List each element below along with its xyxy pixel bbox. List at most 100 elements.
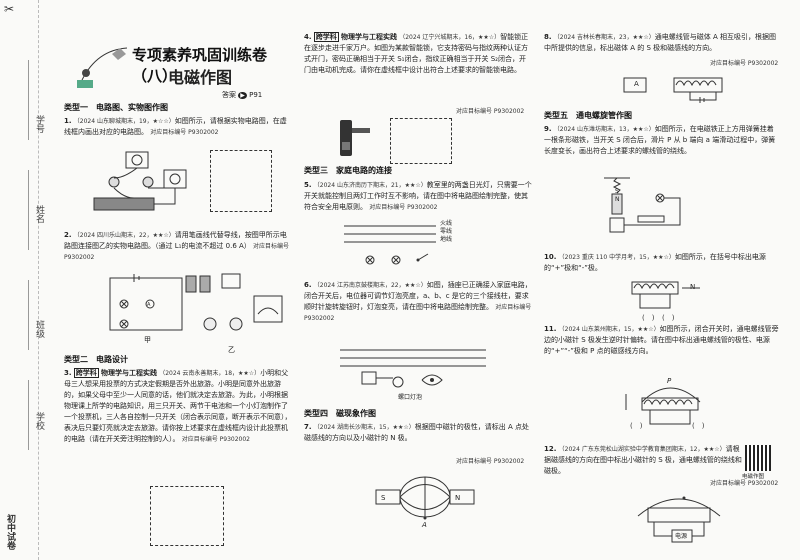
question-source: （2024 湖南长沙期末，15，★★☆） <box>313 424 415 431</box>
question-source: （2024 云南永善期末，18，★★☆） <box>159 370 261 377</box>
q1-answer-box <box>210 150 272 212</box>
kite-illustration-icon <box>77 47 128 88</box>
q2-physical-figure: 乙 <box>185 273 283 354</box>
magnet-pole-n: N <box>455 494 461 502</box>
question-5: 5. （2024 山东济南历下期末，21，★★☆）教室里的两盏日光灯，只需要一个… <box>304 180 532 213</box>
question-8: 8. （2024 吉林长春期末，23，★★☆）通电螺线管与磁体 A 相互吸引，根… <box>544 32 780 54</box>
question-number: 10. <box>544 253 557 261</box>
section-heading-5: 类型五 通电螺旋管作图 <box>544 111 632 120</box>
wire-labels: 火线 零线 地线 <box>440 220 452 244</box>
wire-label-live: 火线 <box>440 220 453 227</box>
svg-text:( ): ( ) <box>692 422 705 430</box>
margin-label-name: 姓名 <box>34 205 44 223</box>
question-number: 2. <box>64 231 72 239</box>
question-source: （2024 广东东莞松山湖实验中学教育集团期末，12，★★☆） <box>558 446 726 453</box>
question-topic: 物理学与工程实践 <box>101 369 157 377</box>
question-10: 10. （2023 重庆 110 中学月考，15，★★☆）如图所示，在括号中标出… <box>544 252 780 274</box>
question-text: 请根据磁感线的方向在图中标出小磁针的 S 极，通电螺线管的绕线和磁极。 <box>544 445 742 475</box>
q10-solenoid-figure: ( ) ( ) <box>631 281 700 322</box>
q8-solenoid-figure <box>623 77 723 103</box>
qr-code-icon <box>745 445 771 471</box>
question-text: 通电螺线管与磁体 A 相互吸引，根据图中所提供的信息，标出磁体 A 的 S 极和… <box>544 33 776 52</box>
question-text: 如图所示，请根据实物电路图，在虚线框内画出对应的电路图。 <box>64 117 287 136</box>
question-11: 11. （2024 山东莱州期末，15，★★☆）如图所示，闭合开关时，通电螺线管… <box>544 324 780 357</box>
section-heading-2: 类型二 电路设计 <box>64 355 128 364</box>
question-7: 7. （2024 湖南长沙期末，15，★★☆）根据图中磁针的极性，请标出 A 点… <box>304 422 532 444</box>
figure-label-jia: 甲 <box>144 336 151 344</box>
answer-label: 答案 <box>222 91 236 99</box>
power-source-label: 电源 <box>675 533 688 540</box>
target-code: 对应目标编号 P9302002 <box>150 129 219 136</box>
magnet-pole-s: S <box>381 494 386 502</box>
question-12: 12. （2024 广东东莞松山湖实验中学教育集团期末，12，★★☆）请根据磁感… <box>544 444 744 477</box>
question-number: 7. <box>304 423 312 431</box>
question-source: （2024 四川乐山期末，22，★★☆） <box>73 232 175 239</box>
question-source: （2024 山东济南历下期末，21，★★☆） <box>313 182 427 189</box>
question-text: 小明和父母三人想采用投票的方式决定假期是否外出旅游。小明是同意外出旅游的，如果父… <box>64 369 292 443</box>
target-code: 对应目标编号 P9302002 <box>181 436 250 443</box>
section-heading-4: 类型四 磁现象作图 <box>304 409 376 418</box>
screw-bulb-label: 螺口灯泡 <box>397 394 422 401</box>
target-code: 对应目标编号 P9302002 <box>456 108 525 115</box>
question-text: 根据图中磁针的极性，请标出 A 点处磁感线的方向以及小磁针的 N 极。 <box>304 423 529 442</box>
question-number: 5. <box>304 181 312 189</box>
question-topic: 物理学与工程实践 <box>341 33 397 41</box>
question-number: 11. <box>544 325 557 333</box>
question-source: （2024 吉林长春期末，23，★★☆） <box>553 34 655 41</box>
question-number: 8. <box>544 33 552 41</box>
svg-text:( ): ( ) <box>630 422 643 430</box>
target-code: 对应目标编号 P9302002 <box>710 60 779 67</box>
question-number: 9. <box>544 125 552 133</box>
question-text: 智能锁正在逐步走进千家万户。如图为某款智能锁，它支持密码与指纹两种认证方式开门，… <box>304 33 529 74</box>
q3-answer-box <box>150 486 224 546</box>
question-1: 1. （2024 山东聊城期末，19，★☆☆）如图所示，请根据实物电路图，在虚线… <box>64 116 292 138</box>
q11-solenoid-figure: ( ) ( ) <box>625 387 705 430</box>
question-text: 如图所示，在括号中标出电源的“+”极和“-”极。 <box>544 253 766 272</box>
q1-circuit-figure <box>93 151 187 211</box>
q7-magnet-figure <box>375 476 475 520</box>
margin-line <box>28 380 29 450</box>
margin-label-student-id: 学号 <box>34 115 44 133</box>
question-number: 4. <box>304 33 312 41</box>
margin-label-school: 学校 <box>34 412 44 430</box>
question-source: （2024 辽宁兴城期末，16，★★☆） <box>399 34 501 41</box>
answer-icon: ▶ <box>238 92 247 99</box>
question-6: 6. （2024 江苏南京鼓楼期末，22，★★☆）如图，插座已正确接入家庭电路，… <box>304 280 532 324</box>
question-source: （2023 重庆 110 中学月考，15，★★☆） <box>558 254 675 261</box>
target-code: 对应目标编号 P9302002 <box>64 243 290 261</box>
question-number: 12. <box>544 445 557 453</box>
q5-wiring-figure <box>344 225 436 265</box>
wire-label-ground: 地线 <box>440 236 453 243</box>
target-code: 对应目标编号 P9302002 <box>456 458 525 465</box>
question-text: 请用笔画线代替导线，按图甲所示电路图连接图乙的实物电路图。（通过 L₁的电流不超… <box>64 231 287 250</box>
section-heading-1: 类型一 电路图、实物图作图 <box>64 103 168 112</box>
question-source: （2024 山东莱州期末，15，★★☆） <box>558 326 660 333</box>
question-source: （2024 江苏南京鼓楼期末，22，★★☆） <box>313 282 427 289</box>
q10-pole-n: N <box>690 283 696 291</box>
point-p-label: P <box>667 377 672 385</box>
q6-circuit-figure <box>340 349 486 388</box>
bar-pole-n: N <box>615 196 620 203</box>
question-number: 3. <box>64 369 72 377</box>
bar-magnet-poles: S N <box>615 188 620 204</box>
page-title: 专项素养巩固训练卷（八） <box>132 46 268 85</box>
question-3: 3. 跨学科 物理学与工程实践 （2024 云南永善期末，18，★★☆）小明和父… <box>64 368 292 445</box>
wire-label-neutral: 零线 <box>440 228 453 235</box>
scissors-icon: ✂ <box>4 2 15 16</box>
question-source: （2024 山东潍坊期末，13，★★☆） <box>553 126 655 133</box>
question-text: 如图，插座已正确接入家庭电路，闭合开关后，电位器可调节灯泡亮度，a、b、c 是它… <box>304 281 532 311</box>
q2-schematic-figure: A 甲 <box>109 274 183 344</box>
question-9: 9. （2024 山东潍坊期末，13，★★☆）如图所示，在电磁铁正上方用弹簧挂着… <box>544 124 780 157</box>
q4-answer-box <box>390 118 452 164</box>
margin-label-class: 班级 <box>34 320 44 338</box>
question-number: 1. <box>64 117 72 125</box>
question-text: 如图所示，在电磁铁正上方用弹簧挂着一根条形磁铁，当开关 S 闭合后，滑片 P 从… <box>544 125 776 155</box>
margin-line <box>28 170 29 250</box>
page-subtitle: 电磁作图 <box>168 68 233 87</box>
margin-line <box>28 280 29 350</box>
question-4: 4. 跨学科 物理学与工程实践 （2024 辽宁兴城期末，16，★★☆）智能锁正… <box>304 32 532 76</box>
question-source: （2024 山东聊城期末，19，★☆☆） <box>73 118 175 125</box>
question-text: 如图所示，闭合开关时，通电螺线管旁边的小磁针 S 极发生逆时针偏转。请在图中标出… <box>544 325 779 355</box>
binding-margin <box>0 0 39 560</box>
